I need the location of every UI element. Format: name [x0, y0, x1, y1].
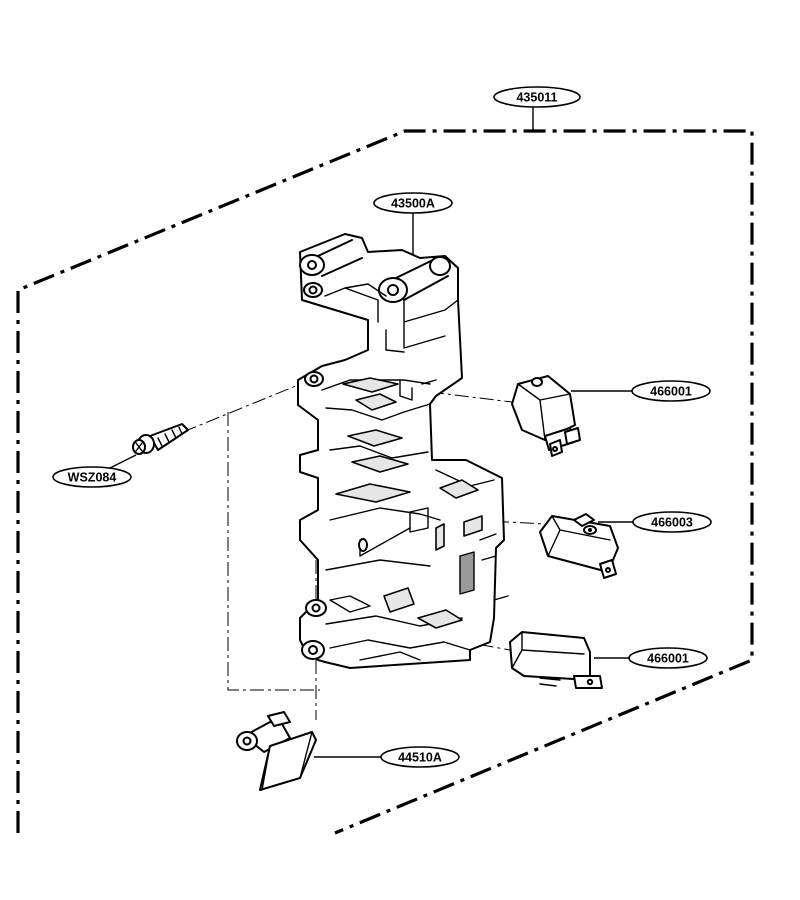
microswitch-lower — [509, 631, 603, 689]
switch-frame — [297, 233, 509, 669]
leader-lines — [314, 106, 633, 758]
callout-switch-lower: 466001 — [628, 647, 708, 669]
screw-part — [132, 423, 189, 455]
callout-frame: 43500A — [373, 192, 453, 214]
callout-frame-text: 43500A — [391, 197, 435, 211]
callout-switch-upper: 466001 — [631, 380, 711, 402]
callout-assembly: 435011 — [493, 86, 581, 108]
callout-switch-upper-text: 466001 — [650, 385, 692, 399]
callout-screw: WSZ084 — [52, 454, 137, 488]
callout-screw-text: WSZ084 — [68, 471, 117, 485]
assembly-boundary — [16, 129, 754, 835]
callout-switch-middle-text: 466003 — [651, 516, 693, 530]
callout-switch-lower-text: 466001 — [647, 652, 689, 666]
callout-switch-middle: 466003 — [632, 511, 712, 533]
callout-assembly-text: 435011 — [516, 91, 557, 105]
callout-lever: 44510A — [380, 746, 460, 768]
lever-part — [236, 711, 317, 791]
microswitch-upper — [511, 375, 581, 457]
callout-lever-text: 44510A — [398, 751, 442, 765]
microswitch-middle — [539, 513, 619, 579]
